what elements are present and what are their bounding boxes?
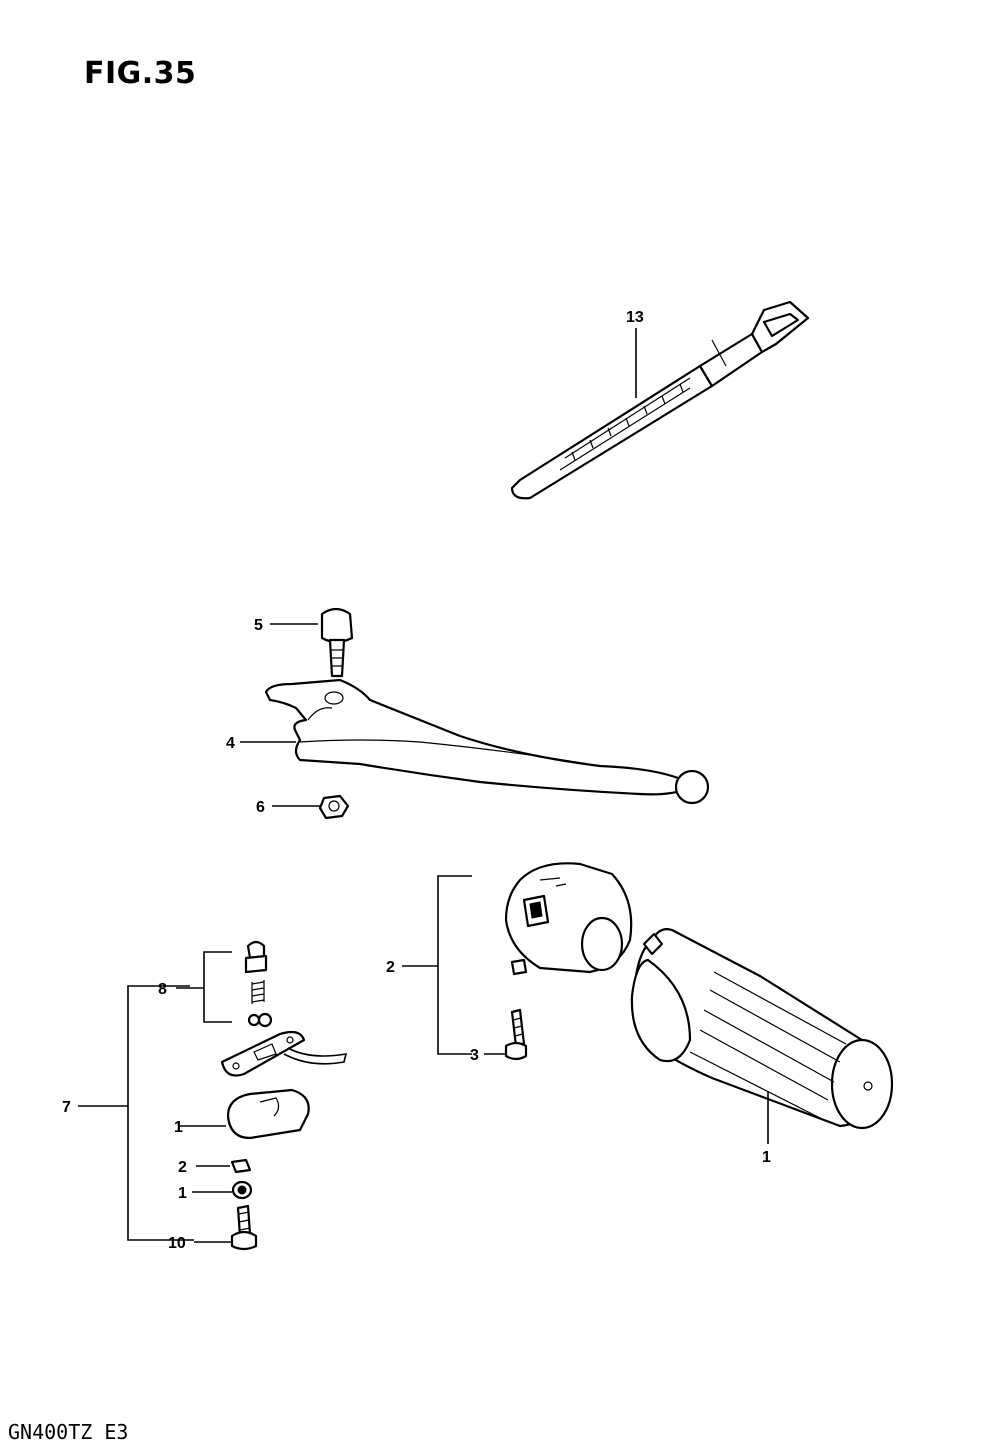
switch-spring (251, 980, 265, 1004)
switch-ball (247, 1012, 273, 1028)
bracket-line (437, 875, 472, 1055)
bracket-line-7 (127, 985, 194, 1241)
small-nut (231, 1180, 253, 1200)
callout-2: 2 (386, 959, 395, 976)
clamp-bolt (230, 1204, 258, 1251)
cable-tie-strap (510, 300, 810, 500)
callout-6: 6 (256, 799, 265, 816)
callout-7: 7 (62, 1099, 71, 1116)
callout-2-small: 2 (178, 1159, 187, 1176)
handlebar-grip (630, 928, 894, 1130)
callout-3: 3 (470, 1047, 479, 1064)
pivot-bolt (320, 607, 354, 678)
housing-screw (504, 1008, 528, 1061)
lever-nut (318, 794, 350, 820)
callout-1: 1 (762, 1149, 771, 1166)
switch-housing (504, 862, 633, 976)
hand-lever (264, 678, 710, 805)
callout-5: 5 (254, 617, 263, 634)
model-code: GN400TZ E3 (8, 1420, 129, 1444)
figure-title: FIG.35 (84, 56, 197, 91)
lock-washer (230, 1158, 252, 1174)
callout-10: 10 (168, 1235, 186, 1252)
bracket-line-8 (203, 951, 232, 1023)
callout-4: 4 (226, 735, 235, 752)
callout-1-bracket: 1 (174, 1119, 183, 1136)
callout-8: 8 (158, 981, 167, 998)
switch-plate (220, 1030, 348, 1077)
callout-13: 13 (626, 309, 644, 326)
switch-plunger (244, 940, 268, 974)
clamp-bracket (226, 1088, 310, 1140)
callout-1-small: 1 (178, 1185, 187, 1202)
